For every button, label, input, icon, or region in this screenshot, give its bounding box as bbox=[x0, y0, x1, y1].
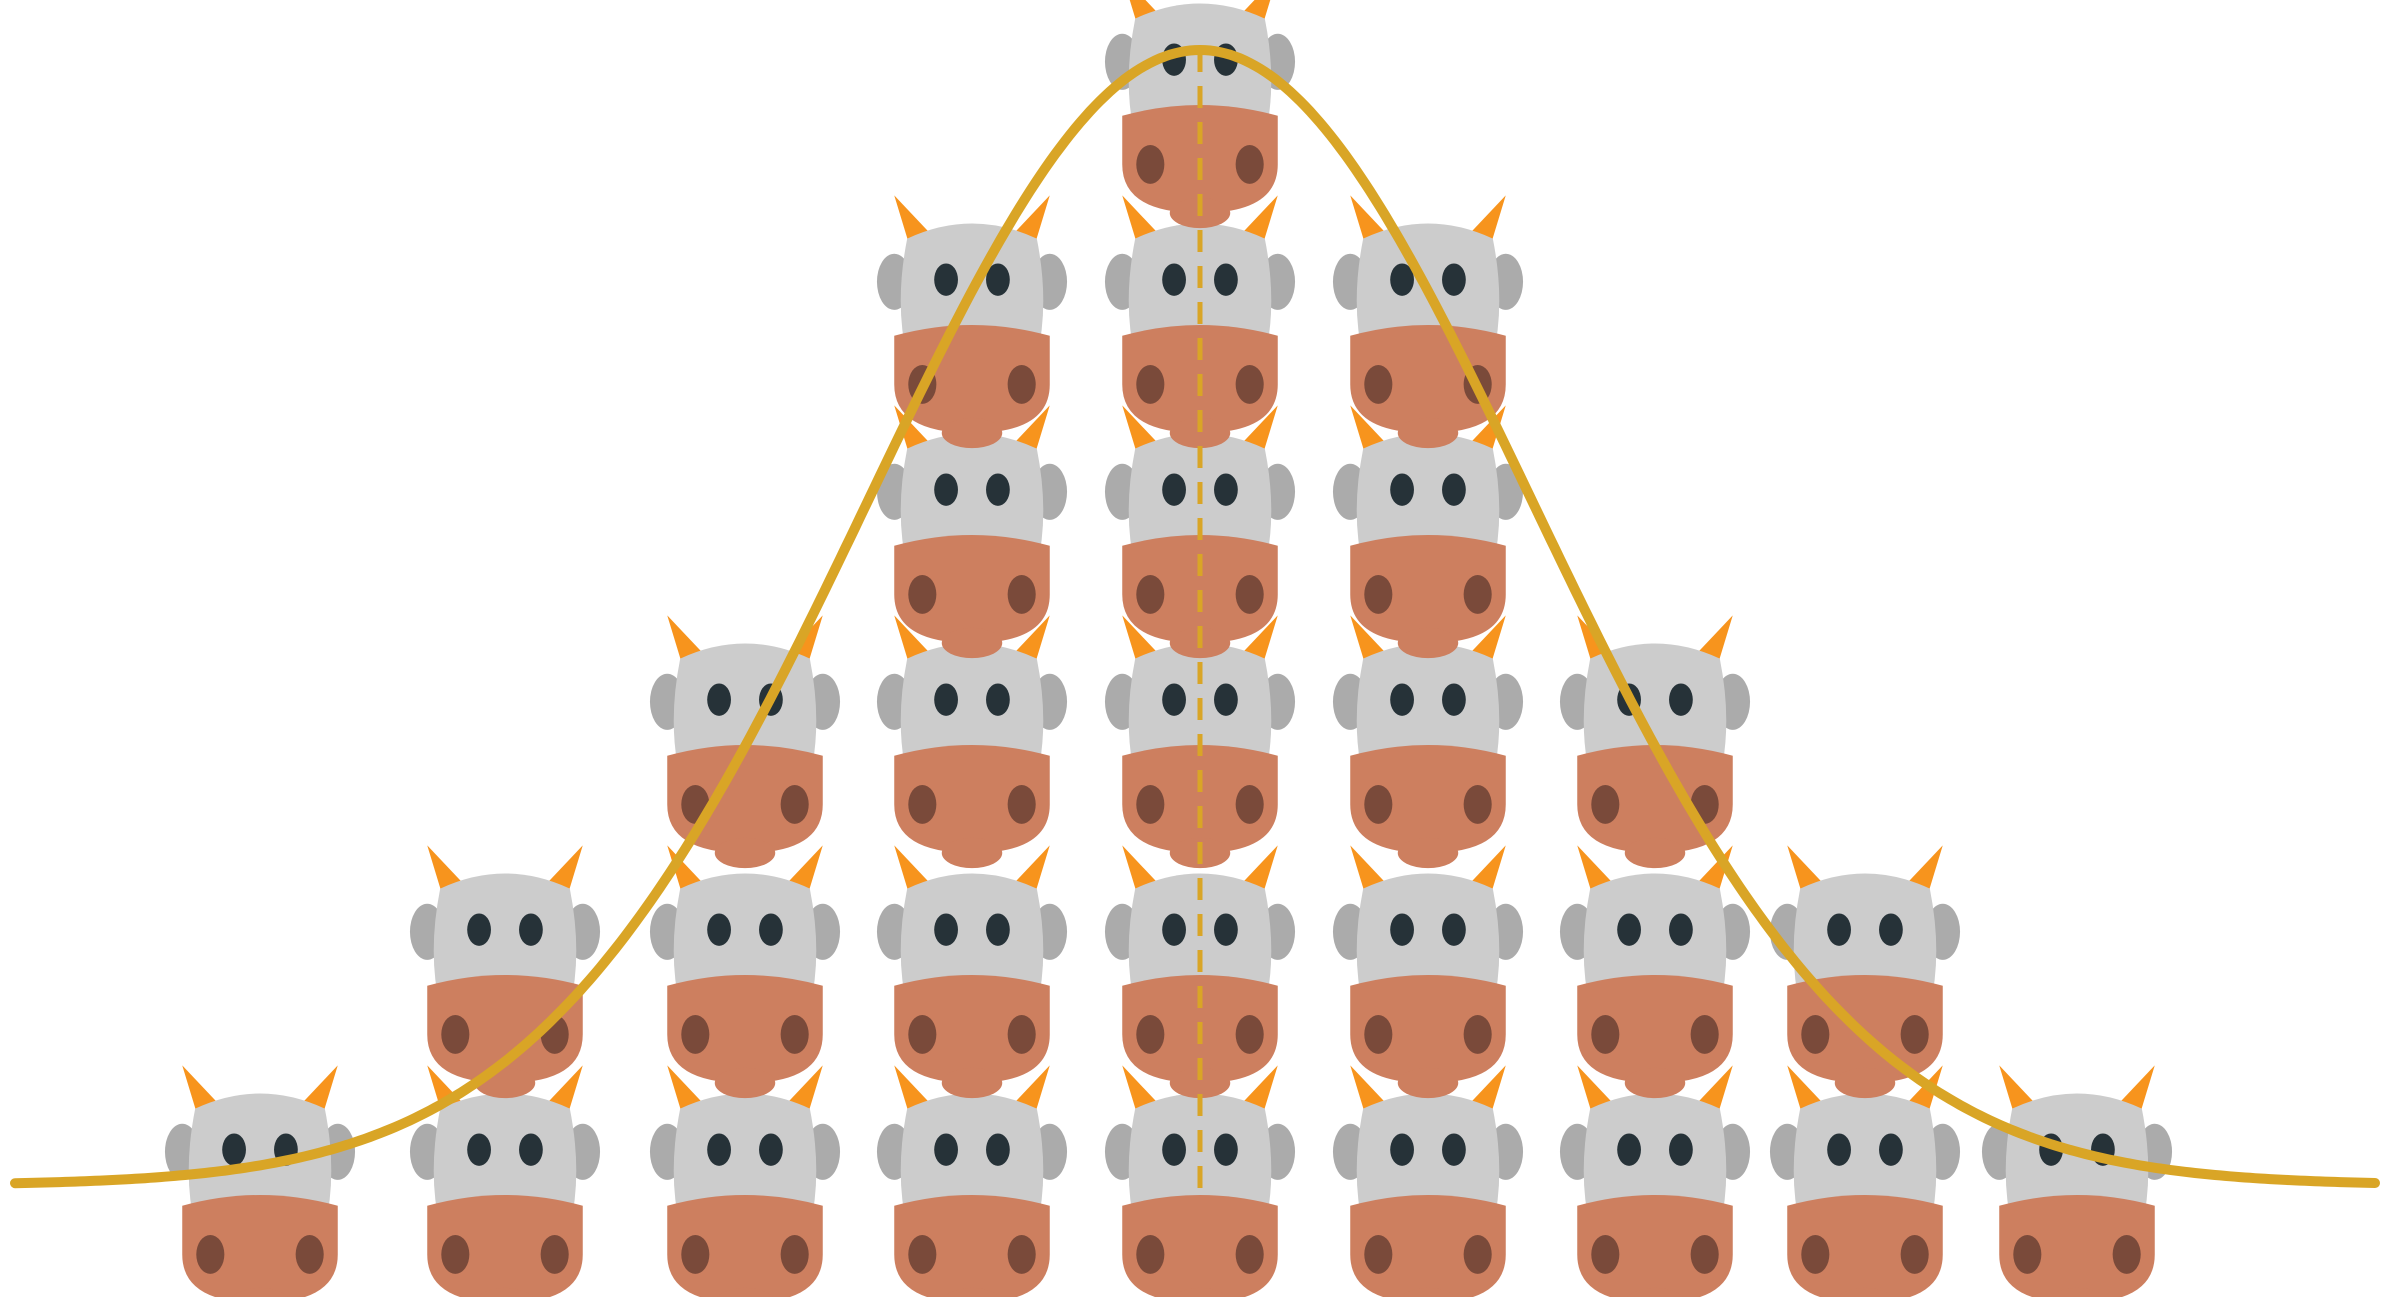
cow-face-icon bbox=[1769, 1065, 1961, 1297]
cow-face-icon bbox=[1332, 845, 1524, 1099]
cow-face-icon bbox=[1332, 195, 1524, 449]
cow-face-icon bbox=[1559, 845, 1751, 1099]
cow-face-icon bbox=[649, 845, 841, 1099]
cow-face-icon bbox=[1559, 1065, 1751, 1297]
cow-face-icon bbox=[876, 845, 1068, 1099]
cow-face-icon bbox=[1332, 1065, 1524, 1297]
cow-face-icon bbox=[1104, 0, 1296, 229]
cow-face-icon bbox=[1981, 1065, 2173, 1297]
cow-face-icon bbox=[876, 1065, 1068, 1297]
cow-columns bbox=[164, 0, 2173, 1297]
cow-face-icon bbox=[649, 1065, 841, 1297]
cow-face-icon bbox=[164, 1065, 356, 1297]
cow-face-icon bbox=[876, 195, 1068, 449]
normal-curve bbox=[10, 44, 2380, 1189]
